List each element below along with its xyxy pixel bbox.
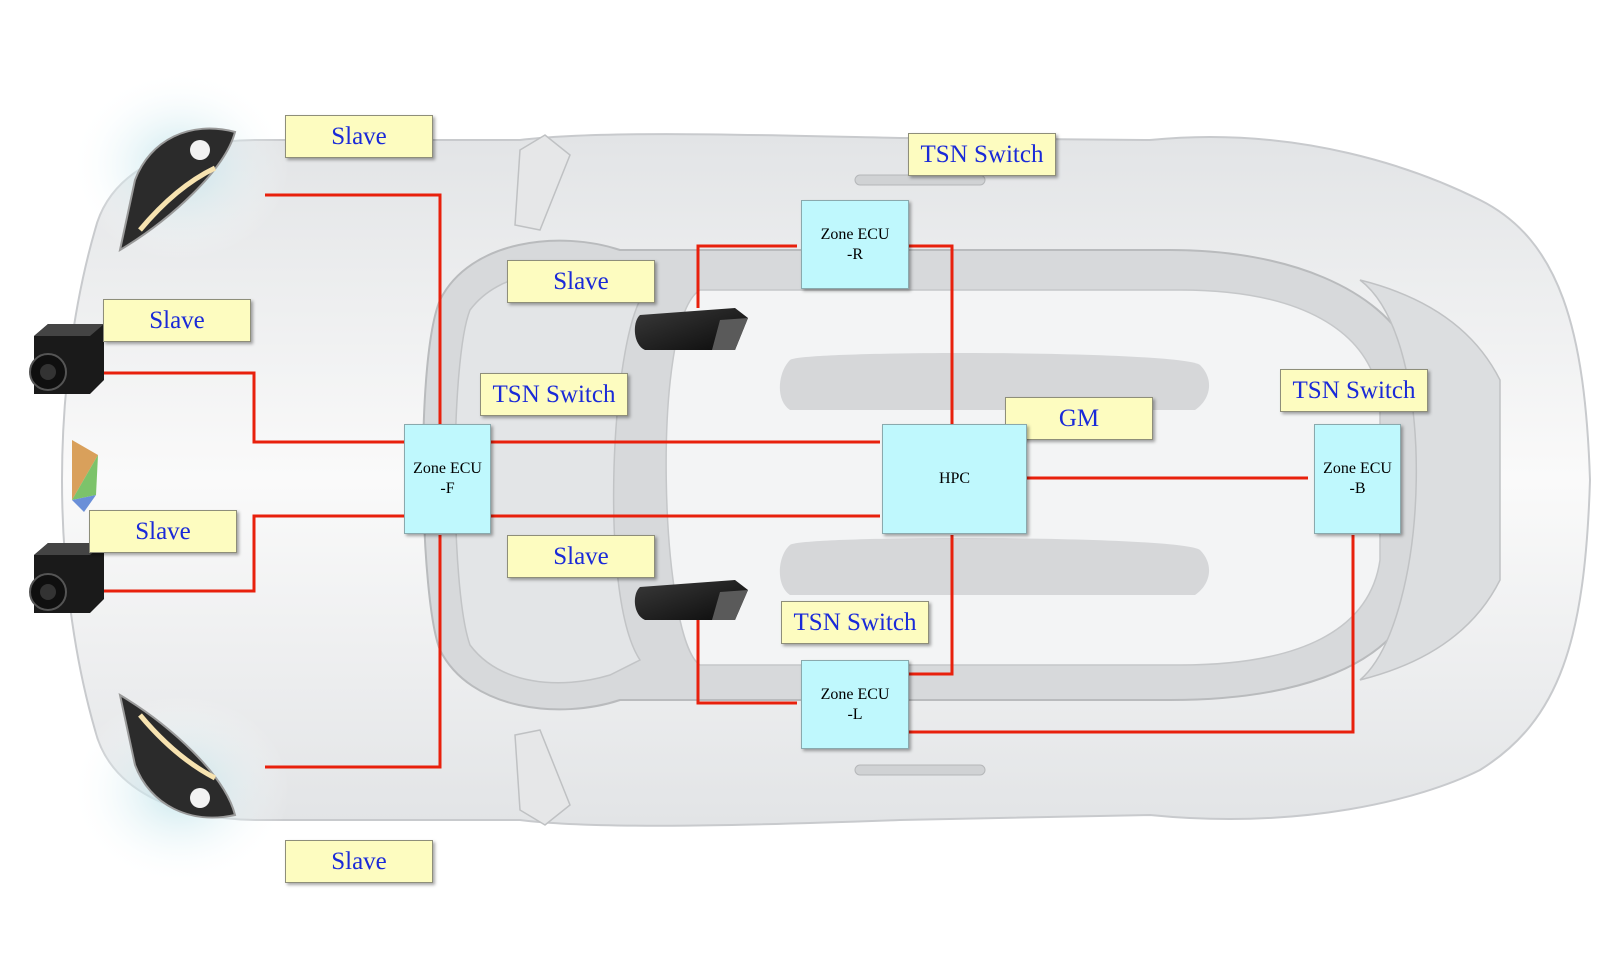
slave-label-front-top: Slave — [285, 115, 433, 158]
lidar-icon — [634, 580, 748, 620]
hpc-node: HPC — [882, 424, 1027, 534]
link-lidar-bottom-to-ecu-l — [696, 620, 797, 705]
zone-ecu-f-node: Zone ECU -F — [404, 424, 491, 534]
tsn-switch-label-l: TSN Switch — [781, 601, 929, 644]
car-body — [60, 133, 1592, 827]
slave-label-camera-top: Slave — [103, 299, 251, 342]
headlight-icon — [70, 70, 290, 260]
logo-icon — [72, 440, 98, 512]
gm-label: GM — [1005, 397, 1153, 440]
slave-label-lidar-top: Slave — [507, 260, 655, 303]
camera-icon — [29, 543, 104, 613]
zone-ecu-r-node: Zone ECU -R — [801, 200, 909, 289]
link-lidar-top-to-ecu-r — [696, 244, 797, 308]
link-headlight-top-to-ecu-f — [265, 193, 442, 424]
link-camera-top-to-ecu-f — [104, 371, 404, 444]
headlight-icon — [70, 692, 290, 885]
link-headlight-bottom-to-ecu-f — [265, 535, 442, 769]
zone-ecu-l-node: Zone ECU -L — [801, 660, 909, 749]
slave-label-camera-bottom: Slave — [89, 510, 237, 553]
connection-lines — [104, 193, 1355, 769]
tsn-switch-label-f: TSN Switch — [480, 373, 628, 416]
link-ecu-r-to-hpc — [907, 244, 954, 424]
slave-label-front-bottom: Slave — [285, 840, 433, 883]
tsn-switch-label-r: TSN Switch — [908, 133, 1056, 176]
link-ecu-b-to-ecu-l — [907, 535, 1355, 734]
lidar-icon — [634, 308, 748, 350]
camera-icon — [29, 324, 104, 394]
slave-label-lidar-bottom: Slave — [507, 535, 655, 578]
tsn-switch-label-b: TSN Switch — [1280, 369, 1428, 412]
link-hpc-to-ecu-l — [907, 535, 954, 676]
zone-ecu-b-node: Zone ECU -B — [1314, 424, 1401, 534]
link-camera-bottom-to-ecu-f — [104, 514, 404, 593]
